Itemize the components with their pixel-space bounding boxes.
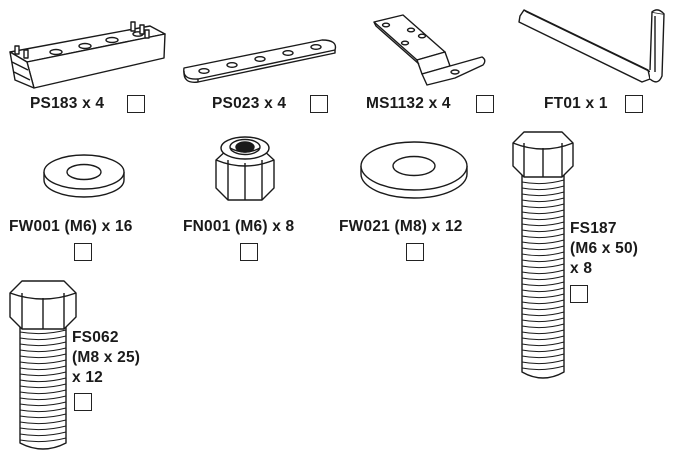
fs187-long-bolt-icon xyxy=(512,131,574,379)
ms1132-bent-plate-icon xyxy=(373,14,486,86)
checkbox-fs187[interactable] xyxy=(570,285,588,303)
part-label-fs062: FS062 (M8 x 25) x 12 xyxy=(72,329,141,386)
checkbox-fw001[interactable] xyxy=(74,243,92,261)
ft01-hex-key-icon xyxy=(518,9,665,83)
part-label-ms1132: MS1132 x 4 xyxy=(366,95,451,112)
fw001-washer-icon xyxy=(43,154,125,198)
part-label-fs187: FS187 (M6 x 50) x 8 xyxy=(570,220,639,277)
checkbox-fs062[interactable] xyxy=(74,393,92,411)
part-label-fn001: FN001 (M6) x 8 xyxy=(183,218,295,235)
checkbox-ps023[interactable] xyxy=(310,95,328,113)
part-label-ps183: PS183 x 4 xyxy=(30,95,105,112)
fn001-nylock-nut-icon xyxy=(215,136,275,201)
checkbox-ps183[interactable] xyxy=(127,95,145,113)
fw021-large-washer-icon xyxy=(360,141,468,199)
ps183-bracket-icon xyxy=(9,21,166,89)
fs062-short-bolt-icon xyxy=(9,280,77,450)
ps023-plate-icon xyxy=(183,39,337,83)
part-label-fw001: FW001 (M6) x 16 xyxy=(9,218,133,235)
part-label-ps023: PS023 x 4 xyxy=(212,95,287,112)
checkbox-fn001[interactable] xyxy=(240,243,258,261)
part-label-ft01: FT01 x 1 xyxy=(544,95,608,112)
checkbox-ms1132[interactable] xyxy=(476,95,494,113)
checkbox-fw021[interactable] xyxy=(406,243,424,261)
part-label-fw021: FW021 (M8) x 12 xyxy=(339,218,463,235)
checkbox-ft01[interactable] xyxy=(625,95,643,113)
